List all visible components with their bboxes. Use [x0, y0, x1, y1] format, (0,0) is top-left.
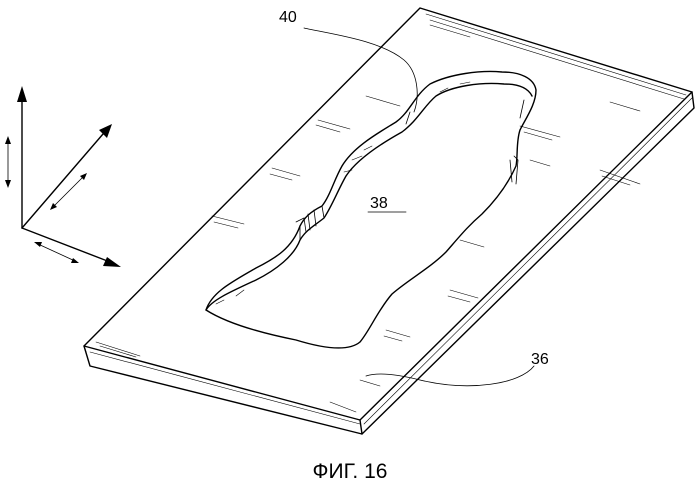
- label-recess-edge: 40: [279, 9, 297, 26]
- axis-vertical-arrow: [17, 86, 27, 228]
- label-recess: 38: [370, 195, 388, 212]
- vertical-motion-arrow: [5, 136, 11, 188]
- coordinate-axes: [5, 86, 121, 267]
- leader-40: [304, 28, 417, 112]
- leader-36: [366, 366, 534, 386]
- surface-shading: [212, 96, 640, 386]
- figure-caption: ФИГ. 16: [313, 460, 388, 483]
- plate-top-face: [84, 8, 692, 420]
- leader-lines: [304, 28, 534, 386]
- horizontal-motion-arrow: [34, 242, 79, 263]
- plate-right-edge: [362, 92, 694, 434]
- label-plate: 36: [531, 351, 549, 368]
- plate-front-edge: [84, 346, 362, 434]
- recess-wall-edge: [206, 84, 532, 311]
- diagonal-motion-arrow: [50, 173, 87, 210]
- plate: [84, 8, 694, 434]
- axis-diagonal-arrow: [22, 124, 112, 228]
- axis-horizontal-arrow: [22, 228, 121, 267]
